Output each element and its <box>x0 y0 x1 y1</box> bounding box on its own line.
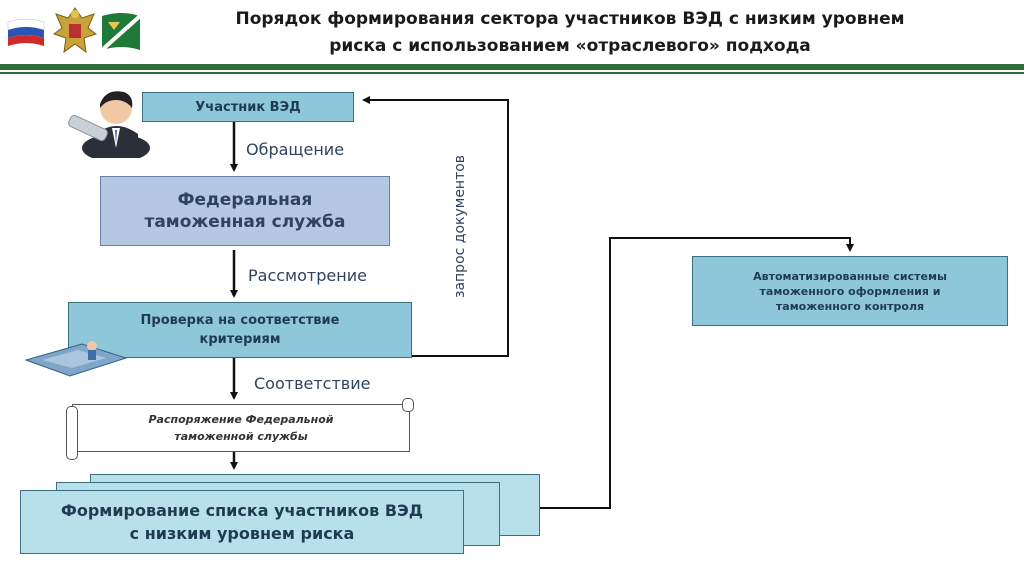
order-label-line-2: таможенной службы <box>174 430 308 443</box>
order-label-line-1: Распоряжение Федеральной <box>148 413 334 426</box>
doc-request-label: запрос документов <box>452 154 468 298</box>
customs-emblem-icon <box>50 4 100 60</box>
participant-box: Участник ВЭД <box>142 92 354 122</box>
arrow-doc-request <box>362 96 509 357</box>
fts-label-line-2: таможенная служба <box>144 212 346 232</box>
businessman-icon <box>66 78 156 162</box>
arrow-to-auto <box>540 237 854 509</box>
check-label-line-2: критериям <box>199 332 281 347</box>
page-title: Порядок формирования сектора участников … <box>140 6 1000 60</box>
title-line-1: Порядок формирования сектора участников … <box>235 9 905 29</box>
auto-label-line-2: таможенного оформления и <box>759 284 941 298</box>
participant-label: Участник ВЭД <box>195 99 301 115</box>
inspection-icon <box>22 336 130 380</box>
automated-systems-box: Автоматизированные системы таможенного о… <box>692 256 1008 326</box>
appeal-label: Обращение <box>246 140 345 159</box>
list-label-line-2: с низким уровнем риска <box>129 524 355 543</box>
auto-label-line-3: таможенного контроля <box>775 299 925 313</box>
review-label: Рассмотрение <box>248 266 367 285</box>
fts-label-line-1: Федеральная <box>177 190 313 210</box>
scroll-curl-right <box>402 398 414 412</box>
scroll-curl-left <box>66 406 78 460</box>
customs-flag-icon <box>100 10 142 56</box>
fts-order-scroll: Распоряжение Федеральной таможенной служ… <box>72 404 410 452</box>
header-divider-thin <box>0 72 1024 74</box>
title-line-2: риска с использованием «отраслевого» под… <box>329 36 811 56</box>
check-label-line-1: Проверка на соответствие <box>140 313 340 328</box>
header-divider <box>0 64 1024 70</box>
check-criteria-box: Проверка на соответствие критериям <box>68 302 412 358</box>
compliance-label: Соответствие <box>254 374 371 393</box>
list-label-line-1: Формирование списка участников ВЭД <box>60 501 424 520</box>
auto-label-line-1: Автоматизированные системы <box>753 269 947 283</box>
fts-box: Федеральная таможенная служба <box>100 176 390 246</box>
russian-flag-icon <box>6 14 46 54</box>
low-risk-list-box: Формирование списка участников ВЭД с низ… <box>20 490 464 554</box>
